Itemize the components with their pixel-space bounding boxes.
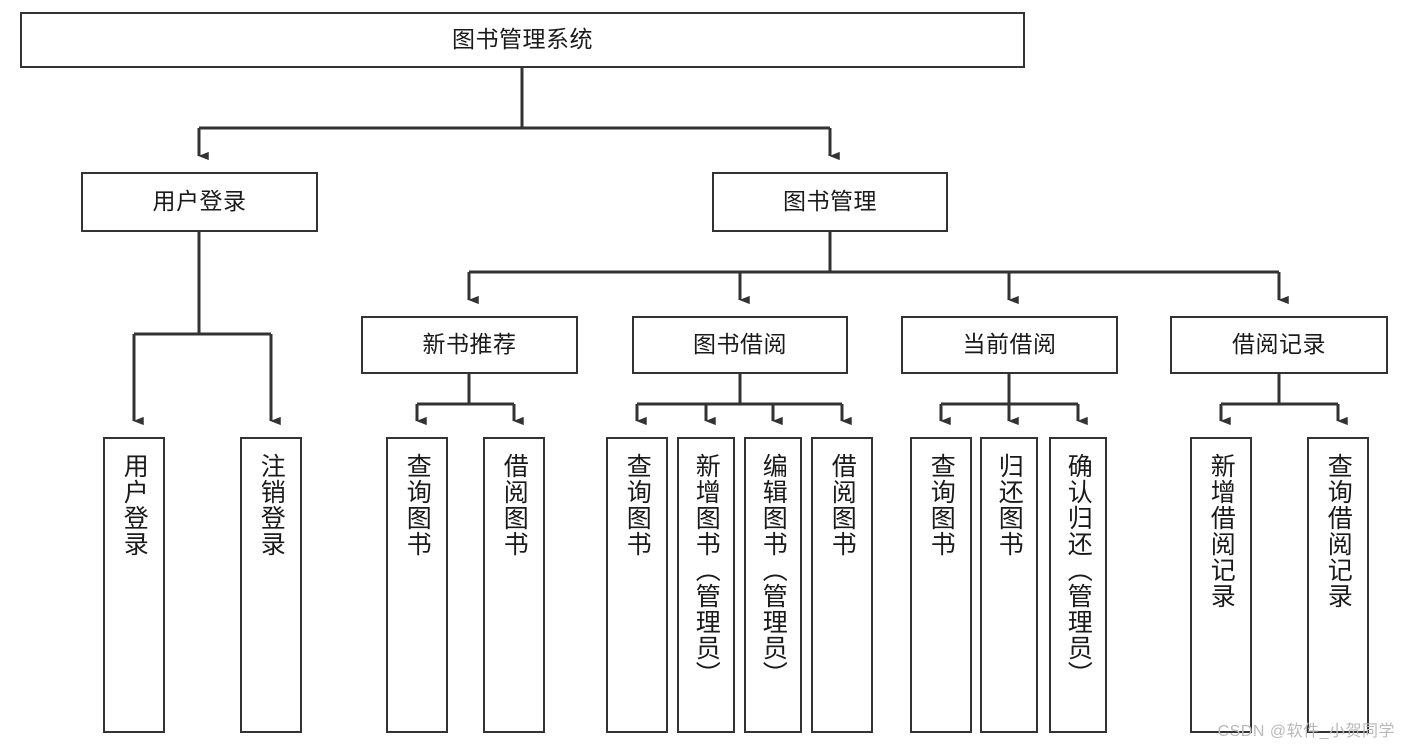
node-book-borrow[interactable]: 图书借阅 <box>632 316 848 374</box>
node-label: 用户登录 <box>120 453 149 557</box>
node-root-system[interactable]: 图书管理系统 <box>20 12 1025 68</box>
leaf-user-login-login[interactable]: 用户登录 <box>103 437 165 733</box>
leaf-borrow-record-add-record[interactable]: 新增借阅记录 <box>1190 437 1252 733</box>
node-label: 用户登录 <box>152 188 247 215</box>
node-label: 查询借阅记录 <box>1324 453 1353 609</box>
leaf-new-book-query-book[interactable]: 查询图书 <box>386 437 448 733</box>
node-label: 借阅图书 <box>500 453 529 557</box>
node-new-book-recommend[interactable]: 新书推荐 <box>361 316 578 374</box>
leaf-current-borrow-query-book[interactable]: 查询图书 <box>910 437 972 733</box>
node-label: 查询图书 <box>623 453 652 557</box>
node-label: 注销登录 <box>257 453 286 557</box>
leaf-book-borrow-edit-book-admin[interactable]: 编辑图书（管理员） <box>744 437 802 733</box>
leaf-borrow-record-query-record[interactable]: 查询借阅记录 <box>1307 437 1369 733</box>
node-book-management[interactable]: 图书管理 <box>712 172 948 232</box>
node-borrow-record[interactable]: 借阅记录 <box>1170 316 1388 374</box>
node-label: 归还图书 <box>995 453 1024 557</box>
node-label: 确认归还（管理员） <box>1064 453 1093 687</box>
leaf-current-borrow-confirm-return-admin[interactable]: 确认归还（管理员） <box>1049 437 1107 733</box>
node-label: 编辑图书（管理员） <box>759 453 788 687</box>
node-label: 查询图书 <box>403 453 432 557</box>
node-label: 借阅图书 <box>828 453 857 557</box>
leaf-book-borrow-borrow-book[interactable]: 借阅图书 <box>811 437 873 733</box>
leaf-current-borrow-return-book[interactable]: 归还图书 <box>980 437 1038 733</box>
node-label: 图书管理 <box>783 188 877 215</box>
node-label: 借阅记录 <box>1232 331 1326 358</box>
node-label: 新增借阅记录 <box>1207 453 1236 609</box>
node-label: 图书管理系统 <box>452 26 593 53</box>
node-user-login[interactable]: 用户登录 <box>81 172 318 232</box>
csdn-watermark: CSDN @软件_小贺同学 <box>1217 723 1395 740</box>
node-label: 查询图书 <box>927 453 956 557</box>
leaf-new-book-borrow-book[interactable]: 借阅图书 <box>483 437 545 733</box>
leaf-user-login-logout[interactable]: 注销登录 <box>240 437 302 733</box>
node-label: 图书借阅 <box>693 331 787 358</box>
node-current-borrow[interactable]: 当前借阅 <box>901 316 1118 374</box>
node-label: 新增图书（管理员） <box>692 453 721 687</box>
leaf-book-borrow-query-book[interactable]: 查询图书 <box>606 437 668 733</box>
leaf-book-borrow-add-book-admin[interactable]: 新增图书（管理员） <box>677 437 735 733</box>
node-label: 新书推荐 <box>422 331 517 358</box>
node-label: 当前借阅 <box>962 331 1057 358</box>
